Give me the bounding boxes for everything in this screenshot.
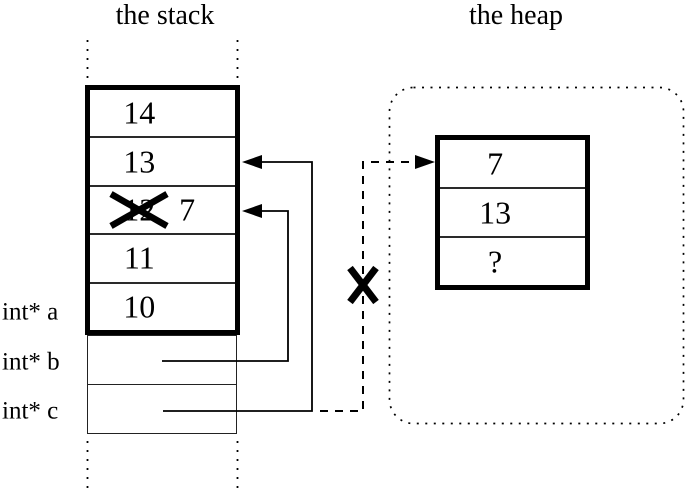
heap-row-value: 7 — [487, 144, 504, 181]
pointer-cell-c — [88, 384, 236, 433]
pointer-label-b: int* b — [2, 348, 60, 376]
broken-pointer-x-icon — [347, 265, 379, 305]
heap-row-value: ? — [487, 242, 503, 279]
stack-row-crossed: 12 7 — [90, 184, 235, 233]
heap-block-box: 7 13 ? — [435, 135, 590, 290]
dangling-pointer-dashed-line — [320, 161, 417, 412]
stack-row-value: 13 — [123, 142, 156, 179]
heap-row: 13 — [440, 187, 585, 236]
stack-row-value: 10 — [123, 288, 156, 325]
broken-link-stroke — [347, 265, 379, 305]
arrowhead-left-icon — [242, 204, 262, 218]
replacement-value: 7 — [179, 191, 196, 228]
dangling-pointer-dashed-arrow — [320, 155, 435, 412]
stack-frame-box: 14 13 12 7 11 10 — [85, 85, 240, 335]
stack-row-value: 11 — [123, 239, 155, 276]
heap-row-value: 13 — [479, 193, 512, 230]
crossed-out-old-value: 12 — [123, 191, 156, 228]
pointer-label-a: int* a — [2, 298, 59, 326]
heap-row: 7 — [440, 140, 585, 187]
pointer-label-c: int* c — [2, 397, 59, 425]
heap-row: ? — [440, 236, 585, 285]
stack-row-value: 14 — [123, 94, 156, 131]
arrowhead-left-icon — [242, 155, 262, 169]
stack-title: the stack — [115, 0, 215, 31]
stack-row: 14 — [90, 90, 235, 136]
stack-row: 11 — [90, 233, 235, 281]
stack-row: 10 — [90, 281, 235, 330]
broken-link-stroke — [347, 265, 379, 305]
heap-title: the heap — [468, 0, 564, 31]
pointer-cell-b — [88, 336, 236, 384]
arrowhead-right-icon — [415, 155, 435, 169]
stack-pointer-cells — [87, 335, 237, 434]
stack-row: 13 — [90, 136, 235, 184]
